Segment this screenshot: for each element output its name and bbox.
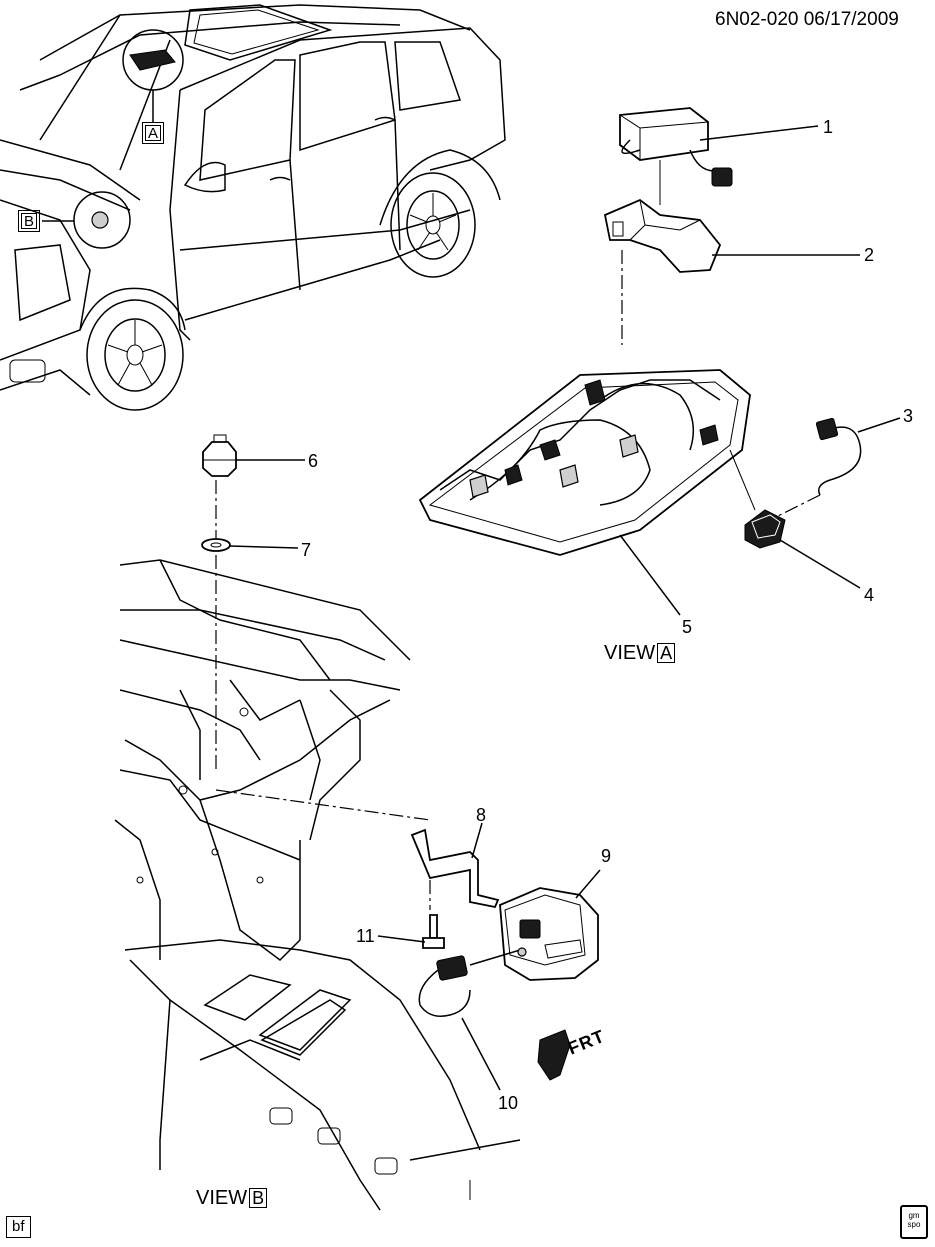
tag-a-letter: A [145, 125, 161, 142]
part-7-washer [201, 538, 299, 552]
part-5-overhead-console [418, 369, 751, 616]
view-a-prefix: VIEW [604, 642, 656, 664]
view-b-letter: B [249, 1188, 268, 1208]
body-structure [114, 559, 521, 1211]
part-6-nut [202, 434, 305, 477]
callout-3: 3 [903, 406, 914, 426]
front-arrow-icon [537, 1029, 571, 1081]
part-1-module [619, 107, 819, 187]
view-b-prefix: VIEW [196, 1187, 248, 1209]
part-11-bolt [377, 914, 445, 949]
logo-line-2: spo [907, 1220, 921, 1229]
part-10-harness [418, 947, 527, 1091]
logo-line-1: gm [908, 1211, 920, 1220]
part-8-bracket [410, 822, 500, 909]
part-2-bracket [603, 198, 860, 273]
initials-box: bf [6, 1216, 31, 1238]
callout-11: 11 [356, 926, 375, 946]
gm-spo-logo: gm spo [900, 1205, 928, 1239]
part-9-sensor [499, 869, 601, 981]
callout-5: 5 [682, 617, 693, 637]
callout-8: 8 [476, 805, 487, 825]
callout-6: 6 [308, 451, 319, 471]
drawing-code-date: 6N02-020 06/17/2009 [715, 9, 899, 30]
vehicle-illustration [0, 4, 506, 411]
part-3-harness [815, 417, 901, 496]
callout-9: 9 [601, 846, 612, 866]
callout-1: 1 [823, 117, 834, 137]
tag-a: A [142, 122, 164, 144]
tag-b-letter: B [21, 213, 37, 230]
tag-b: B [18, 210, 40, 232]
view-a-letter: A [657, 643, 676, 663]
callout-7: 7 [301, 540, 312, 560]
part-4-clip [744, 509, 861, 589]
callout-4: 4 [864, 585, 875, 605]
callout-2: 2 [864, 245, 875, 265]
callout-10: 10 [498, 1093, 519, 1113]
